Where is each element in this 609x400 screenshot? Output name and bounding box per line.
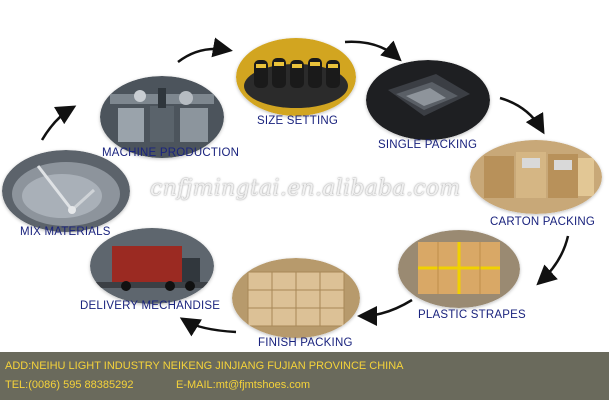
arrow-machine-to-size — [177, 37, 233, 63]
photo-mix-materials — [2, 150, 130, 232]
photo-delivery-mechandise — [90, 228, 214, 304]
arrow-mix-to-machine — [40, 105, 77, 141]
step-label-machine-production: MACHINE PRODUCTION — [102, 147, 240, 159]
step-label-delivery-mechandise: DELIVERY MECHANDISE — [80, 300, 221, 312]
step-label-finish-packing: FINISH PACKING — [258, 337, 353, 349]
watermark: cnfjmingtai.en.alibaba.com — [150, 176, 461, 201]
footer-address: ADD:NEIHU LIGHT INDUSTRY NEIKENG JINJIAN… — [5, 360, 404, 372]
arrow-carton-to-plastic — [536, 235, 570, 286]
step-label-mix-materials: MIX MATERIALS — [20, 226, 111, 238]
step-label-plastic-strapes: PLASTIC STRAPES — [418, 309, 526, 321]
arrow-plastic-to-finish — [357, 298, 413, 326]
arrow-single-to-carton — [499, 96, 545, 135]
photo-single-packing — [366, 60, 490, 140]
step-label-size-setting: SIZE SETTING — [257, 115, 338, 127]
photo-machine-production — [100, 76, 224, 158]
photo-finish-packing — [232, 258, 360, 338]
arrow-size-to-single — [344, 40, 402, 62]
photo-size-setting — [236, 38, 356, 116]
photo-carton-packing — [470, 140, 602, 214]
footer-email: E-MAIL:mt@fjmtshoes.com — [176, 379, 311, 391]
arrow-finish-to-delivery — [179, 317, 237, 337]
step-label-carton-packing: CARTON PACKING — [490, 216, 596, 228]
photo-plastic-strapes — [398, 230, 520, 308]
footer-tel: TEL:(0086) 595 88385292 — [5, 379, 134, 391]
contact-footer: ADD:NEIHU LIGHT INDUSTRY NEIKENG JINJIAN… — [0, 352, 609, 400]
step-label-single-packing: SINGLE PACKING — [378, 139, 478, 151]
